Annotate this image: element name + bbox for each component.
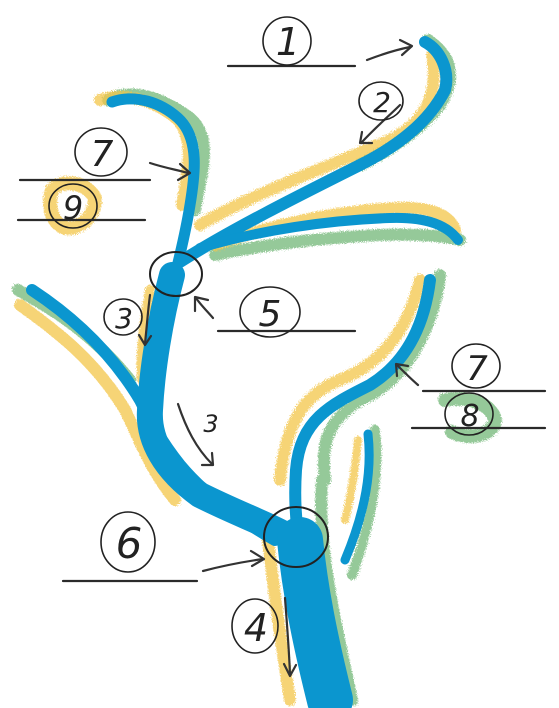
label-8: 8 [460, 399, 479, 434]
vessel-mid-branch [195, 212, 463, 253]
green-band-small-right [347, 425, 382, 580]
arrow-to-7-left [148, 161, 190, 175]
green-band-mid-branch [209, 228, 466, 261]
yellow-band-small-right [341, 436, 362, 524]
label-2: 2 [373, 86, 391, 119]
label-7-left: 7 [91, 134, 114, 175]
arrow-3-mid [176, 402, 214, 466]
label-3-mid: 3 [203, 410, 218, 438]
number-circles [48, 16, 501, 654]
arrow-2-head [358, 130, 374, 145]
arrow-to-7-left-head [176, 162, 192, 182]
arrow-to-6-head [249, 549, 266, 568]
circle-7-left [74, 127, 128, 177]
label-9: 9 [63, 189, 83, 227]
number-labels: 1 2 7 9 3 5 3 7 8 6 4 [63, 20, 488, 650]
arrow-to-5 [194, 296, 215, 320]
arrow-3-mid-head [200, 451, 215, 467]
circle-9 [48, 183, 98, 229]
green-band-right-branch [317, 269, 446, 486]
answer-lines [16, 64, 547, 583]
bifurcation-circle-upper [149, 251, 203, 297]
label-7-right: 7 [466, 349, 488, 389]
circle-8 [444, 392, 494, 436]
circle-5 [239, 286, 301, 338]
label-6: 6 [116, 519, 143, 568]
circle-6 [100, 511, 156, 573]
arrow-3-left-head [137, 333, 153, 347]
circle-4 [231, 598, 279, 654]
vessel-main-upper [136, 262, 308, 553]
arrow-to-7-right-head [394, 362, 410, 378]
label-1: 1 [276, 20, 300, 64]
circle-3-left [103, 298, 143, 336]
circle-1 [262, 16, 312, 66]
arrow-to-6 [201, 557, 265, 573]
vessel-trunk [277, 517, 353, 708]
arrow-3-left [143, 293, 152, 345]
circle-2 [358, 81, 404, 121]
arrow-4-head [282, 662, 298, 678]
arrow-to-1 [365, 45, 412, 62]
yellow-band-left-branch [14, 299, 181, 506]
vessel-right-branch [289, 274, 436, 541]
vessel-top-branch [106, 93, 200, 281]
arrow-to-5-head [193, 295, 210, 313]
bifurcation-circle-lower [263, 506, 329, 568]
label-4: 4 [244, 606, 268, 650]
vessel-upper-branch [174, 36, 453, 268]
label-5: 5 [259, 294, 282, 335]
vessel-small-right [340, 429, 374, 565]
label-3-left: 3 [115, 302, 133, 335]
arrow-2 [360, 103, 402, 144]
yellow-band-upper [194, 49, 440, 231]
arrows [137, 38, 420, 678]
yellow-band-right-branch [274, 274, 426, 486]
green-band-circle8 [438, 391, 502, 443]
circle-7-right [451, 343, 501, 389]
arrow-to-7-right [395, 363, 420, 387]
arrow-to-1-head [398, 38, 414, 57]
vessel-lumen [26, 36, 463, 708]
arrow-4 [283, 596, 292, 677]
